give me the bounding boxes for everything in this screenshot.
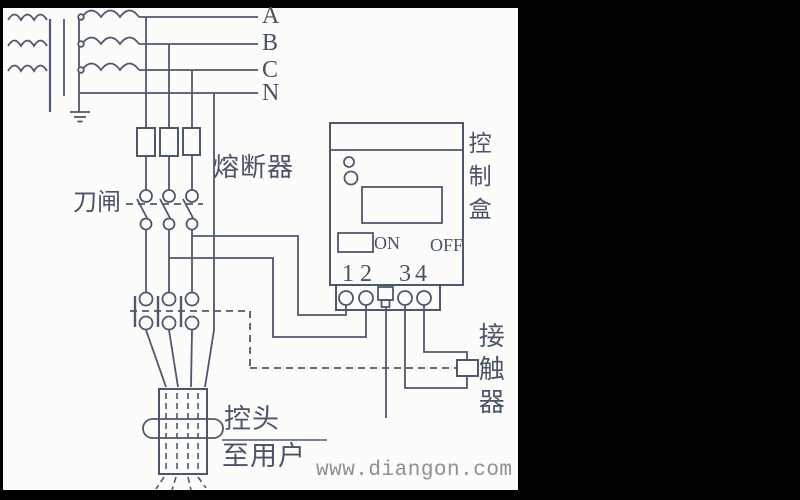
fuse-symbols [136, 127, 201, 157]
terminal-4-label: 4 [415, 261, 427, 287]
knife-switch-symbol [126, 189, 203, 293]
knife-switch-label: 刀闸 [73, 189, 121, 216]
transformer-secondary-coils [77, 9, 140, 112]
contactor-coil [456, 359, 479, 377]
terminal-1-label: 1 [342, 261, 354, 287]
coil-link-dashed [249, 311, 456, 369]
off-label: OFF [430, 235, 464, 255]
phase-b-label: B [262, 30, 279, 56]
terminal-strip [335, 284, 441, 311]
sensor-ring [142, 418, 224, 439]
cable-entry-wires [145, 329, 193, 388]
fuse-label: 熔断器 [213, 152, 295, 182]
on-label: ON [374, 233, 400, 253]
watermark: www.diangon.com [316, 459, 513, 482]
diagram-canvas [3, 8, 518, 490]
phase-drop-wires [145, 17, 215, 388]
indicator-led-icon [343, 170, 359, 186]
to-user-label: 至用户 [222, 441, 306, 471]
phase-c-label: C [262, 57, 279, 83]
contactor-label: 接触器 [475, 322, 506, 421]
neutral-label: N [262, 80, 280, 106]
contactor-contacts [130, 291, 250, 331]
terminal-2-label: 2 [360, 261, 372, 287]
indicator-led-icon [343, 156, 355, 168]
phase-a-label: A [262, 3, 280, 29]
control-head-label: 控头 [224, 404, 280, 434]
transformer-primary-coils [7, 13, 65, 112]
display-screen [361, 186, 443, 224]
outgoing-cable [142, 388, 224, 491]
on-off-switch[interactable] [337, 232, 374, 253]
control-box-label: 控制盒 [465, 131, 492, 230]
terminal-3-label: 3 [399, 261, 411, 287]
ground-icon [70, 111, 90, 123]
control-box-supply-wires [169, 235, 367, 338]
coil-wires [385, 305, 468, 418]
